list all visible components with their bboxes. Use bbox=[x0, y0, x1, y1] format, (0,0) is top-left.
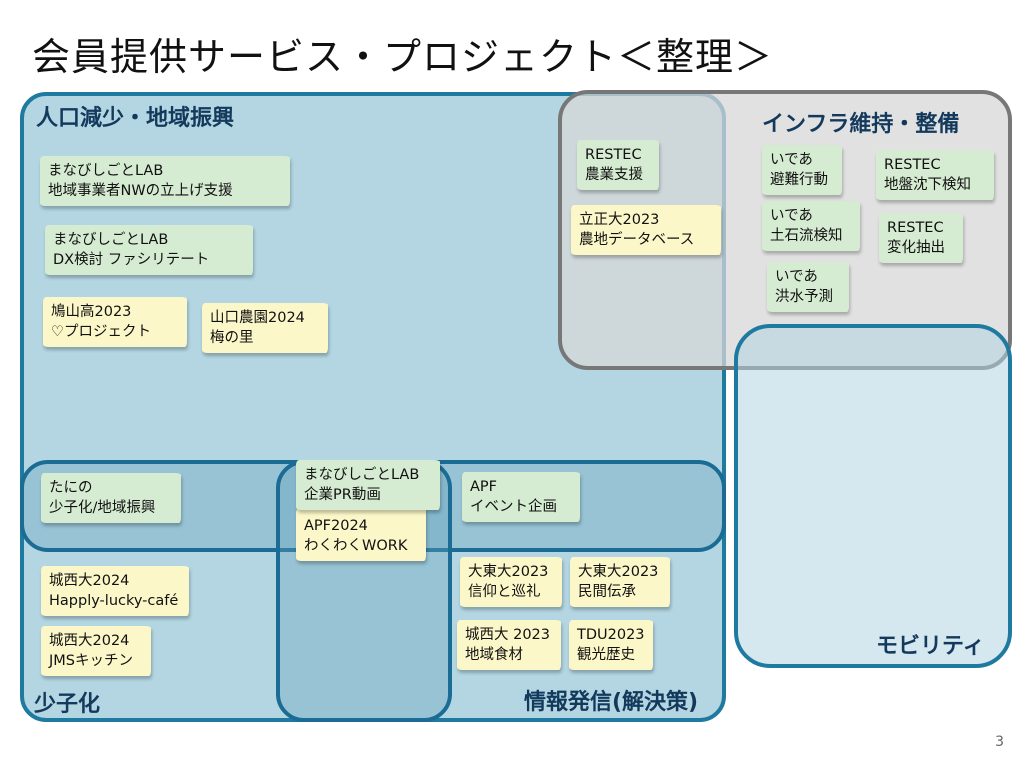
page-number: 3 bbox=[995, 734, 1004, 750]
sticky-note[interactable]: 鳩山高2023♡プロジェクト bbox=[43, 297, 187, 347]
region-label-information: 情報発信(解決策) bbox=[524, 690, 699, 715]
sticky-note[interactable]: いであ洪水予測 bbox=[767, 262, 849, 312]
region-label-mobility: モビリティ bbox=[876, 634, 985, 659]
page-title: 会員提供サービス・プロジェクト＜整理＞ bbox=[32, 35, 774, 79]
sticky-note[interactable]: たにの少子化/地域振興 bbox=[41, 473, 181, 523]
sticky-note[interactable]: いであ土石流検知 bbox=[762, 201, 860, 251]
region-label-population: 人口減少・地域振興 bbox=[36, 106, 235, 131]
region-label-birthrate: 少子化 bbox=[34, 692, 101, 717]
region-label-infrastructure: インフラ維持・整備 bbox=[762, 112, 960, 137]
region-mobility bbox=[734, 324, 1012, 668]
sticky-note[interactable]: いであ避難行動 bbox=[762, 145, 842, 195]
